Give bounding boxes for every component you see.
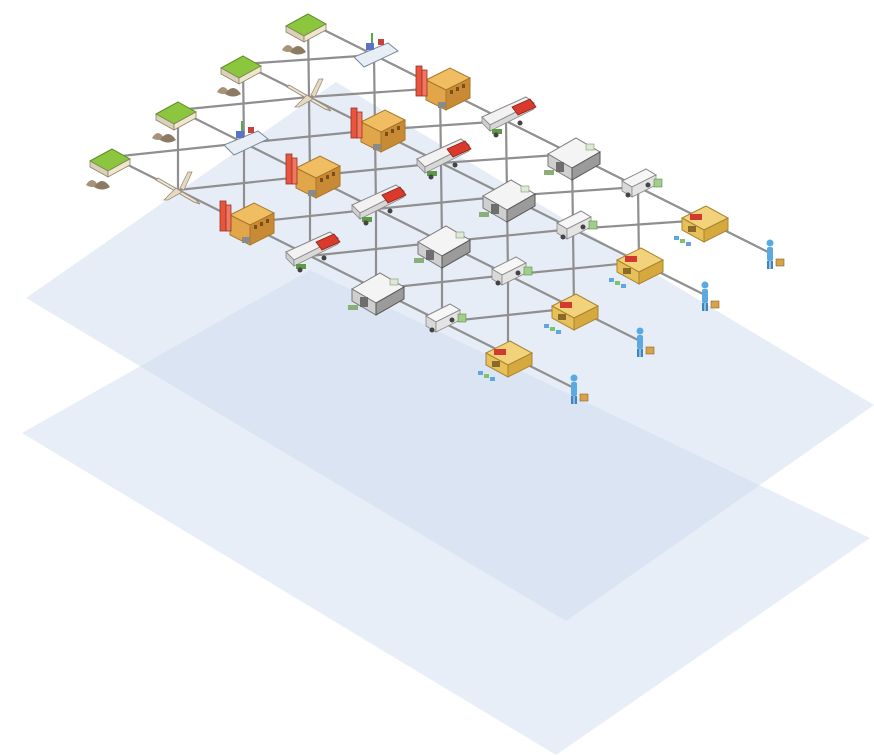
ship-and-plane-icon-plane-r3 bbox=[155, 171, 201, 205]
store-icon-store-r3 bbox=[478, 340, 534, 381]
warehouse-icon-warehouse-r3 bbox=[348, 272, 405, 316]
warehouse-icon-warehouse-r0 bbox=[544, 137, 601, 181]
tanker-truck-icon-tanker-r3 bbox=[285, 231, 341, 273]
van-icon-van-r1 bbox=[555, 210, 598, 240]
van-icon-van-r2 bbox=[490, 256, 533, 286]
tanker-truck-icon-tanker-r1 bbox=[416, 138, 472, 180]
customer-icon-customer-r1 bbox=[701, 281, 720, 311]
store-icon-store-r1 bbox=[609, 247, 665, 288]
factory-icon-factory-r0 bbox=[415, 65, 472, 111]
link-cross bbox=[241, 53, 376, 66]
warehouse-icon-warehouse-r1 bbox=[479, 179, 536, 223]
factory-icon-factory-r2 bbox=[285, 153, 342, 199]
store-icon-store-r2 bbox=[544, 293, 600, 334]
warehouse-icon-warehouse-r2 bbox=[414, 225, 471, 269]
supplier-shed-icon-supplier-r2 bbox=[152, 101, 198, 143]
factory-icon-factory-r3 bbox=[219, 200, 276, 246]
supplier-shed-icon-supplier-r0 bbox=[282, 13, 328, 55]
ship-and-plane-icon-ship-r0 bbox=[353, 33, 399, 68]
link-cross bbox=[176, 95, 311, 112]
lower-plane bbox=[22, 270, 870, 755]
tanker-truck-icon-tanker-r2 bbox=[351, 184, 407, 226]
customer-icon-customer-r0 bbox=[766, 239, 785, 269]
ship-and-plane-icon-ship-r2 bbox=[223, 121, 269, 156]
plane-layers bbox=[22, 82, 874, 755]
tanker-truck-icon-tanker-r0 bbox=[481, 96, 537, 138]
supplier-shed-icon-supplier-r1 bbox=[217, 55, 263, 97]
supplier-shed-icon-supplier-r3 bbox=[86, 148, 132, 190]
van-icon-van-r0 bbox=[620, 168, 663, 198]
customer-icon-customer-r2 bbox=[636, 327, 655, 357]
ship-and-plane-icon-plane-r1 bbox=[286, 78, 332, 112]
van-icon-van-r3 bbox=[424, 303, 467, 333]
network-nodes bbox=[86, 13, 785, 404]
customer-icon-customer-r3 bbox=[570, 374, 589, 404]
link-cross bbox=[110, 141, 246, 159]
store-icon-store-r0 bbox=[674, 205, 730, 246]
factory-icon-factory-r1 bbox=[350, 107, 407, 153]
